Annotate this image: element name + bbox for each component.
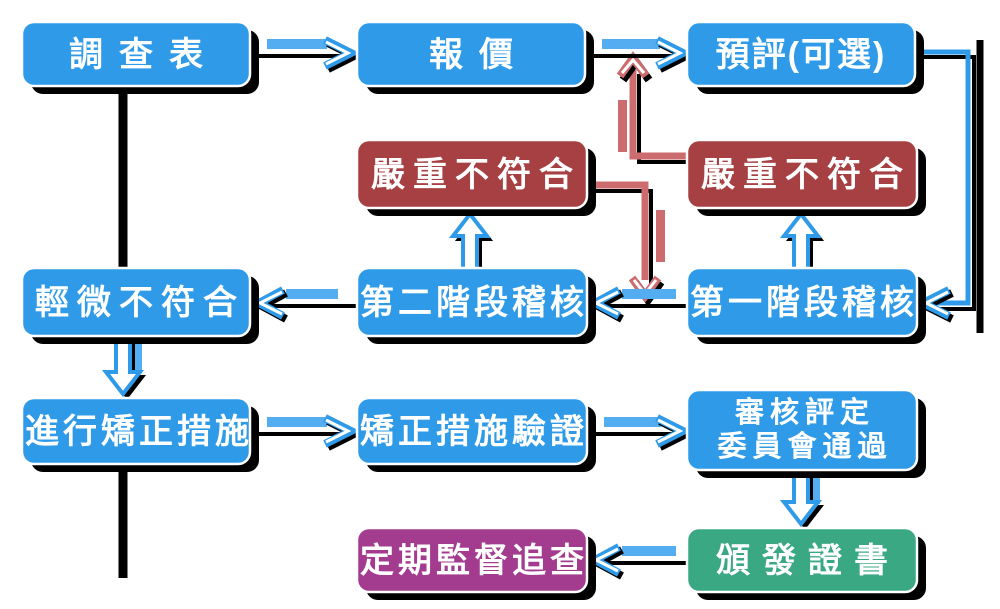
- box-severe-nonconformity-stage2: 嚴重不符合: [355, 138, 596, 216]
- box-corrective-action: 進行矯正措施: [20, 396, 259, 472]
- box-review-committee: 審核評定 委員會通過: [685, 388, 926, 478]
- box-stage2-audit: 第二階段稽核: [355, 266, 596, 344]
- connector-verification-to-committee: [585, 414, 695, 451]
- box-corrective-verification: 矯正措施驗證: [355, 396, 596, 472]
- box-label: 調查表: [69, 36, 219, 74]
- box-label-line2: 委員會通過: [717, 429, 892, 463]
- box-label: 第一階段稽核: [690, 283, 918, 322]
- box-label: 嚴重不符合: [371, 156, 581, 194]
- box-label: 輕微不符合: [35, 284, 245, 322]
- connector-stage2-to-minor: [250, 286, 356, 323]
- connector-committee-to-certificate: [779, 466, 825, 530]
- box-severe-nonconformity-stage1: 嚴重不符合: [685, 138, 926, 216]
- box-preassessment: 預評(可選): [685, 20, 924, 94]
- box-stage1-audit: 第一階段稽核: [685, 266, 926, 344]
- connector-certificate-to-surveillance: [586, 543, 688, 580]
- connector-stage2-to-severe2: [448, 210, 494, 277]
- box-label: 報價: [429, 36, 529, 74]
- box-label: 嚴重不符合: [701, 156, 911, 194]
- connector-stage1-to-stage2: [586, 286, 688, 323]
- connector-severe1-to-quote: [616, 51, 692, 164]
- box-quotation: 報價: [355, 20, 594, 94]
- box-label: 第二階段稽核: [360, 283, 588, 322]
- box-label-line1: 審核評定: [734, 395, 875, 429]
- connector-quote-to-preassessment: [583, 36, 695, 73]
- box-label: 預評(可選): [716, 36, 887, 74]
- connector-survey-to-quote: [248, 36, 363, 73]
- box-minor-nonconformity: 輕微不符合: [20, 266, 259, 344]
- box-label: 矯正措施驗證: [360, 412, 588, 451]
- box-certificate: 頒發證書: [685, 526, 926, 600]
- connector-minor-to-corrective: [101, 332, 147, 400]
- connector-corrective-to-verification: [248, 414, 363, 451]
- box-surveillance: 定期監督追查: [355, 526, 596, 600]
- connector-stage1-to-severe1: [779, 210, 825, 277]
- box-survey-form: 調查表: [20, 20, 259, 94]
- up-arrow: [448, 210, 492, 274]
- box-label: 定期監督追查: [360, 542, 588, 580]
- box-label: 進行矯正措施: [25, 413, 253, 451]
- box-label: 頒發證書: [716, 541, 900, 580]
- up-arrow: [779, 210, 823, 274]
